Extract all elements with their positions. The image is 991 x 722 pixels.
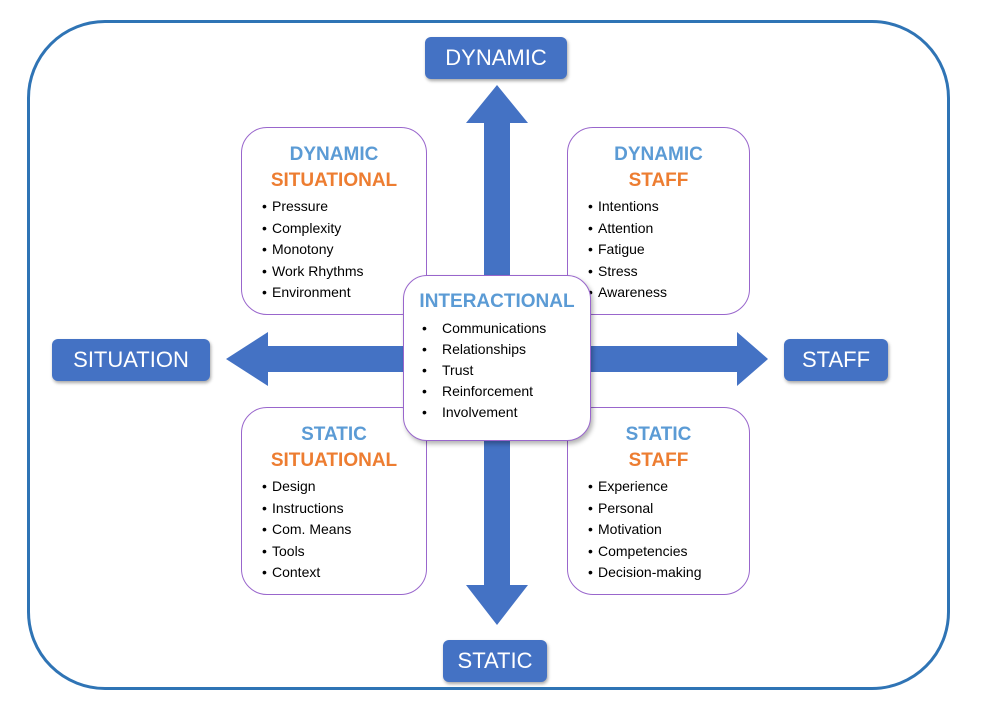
quadrant-static-situational: STATIC SITUATIONAL Design Instructions C… bbox=[241, 407, 427, 595]
axis-label-situation: SITUATION bbox=[52, 339, 210, 381]
list-item: Stress bbox=[588, 261, 749, 283]
list-item: Attention bbox=[588, 218, 749, 240]
quadrant-heading: DYNAMIC bbox=[289, 144, 379, 165]
factor-list: Experience Personal Motivation Competenc… bbox=[568, 476, 749, 584]
quadrant-dynamic-situational: DYNAMIC SITUATIONAL Pressure Complexity … bbox=[241, 127, 427, 315]
list-item: Reinforcement bbox=[422, 381, 590, 402]
quadrant-subheading: STAFF bbox=[628, 170, 689, 191]
list-item: Instructions bbox=[262, 498, 426, 520]
quadrant-subheading: SITUATIONAL bbox=[270, 450, 398, 471]
arrow-down bbox=[466, 280, 528, 625]
quadrant-dynamic-staff: DYNAMIC STAFF Intentions Attention Fatig… bbox=[567, 127, 750, 315]
list-item: Intentions bbox=[588, 196, 749, 218]
interactional-box: INTERACTIONAL Communications Relationshi… bbox=[403, 275, 591, 441]
list-item: Design bbox=[262, 476, 426, 498]
quadrant-subheading: STAFF bbox=[628, 450, 689, 471]
list-item: Experience bbox=[588, 476, 749, 498]
list-item: Trust bbox=[422, 360, 590, 381]
list-item: Work Rhythms bbox=[262, 261, 426, 283]
quadrant-heading: DYNAMIC bbox=[614, 144, 703, 165]
outer-frame bbox=[27, 20, 950, 690]
factor-list: Intentions Attention Fatigue Stress Awar… bbox=[568, 196, 749, 304]
list-item: Monotony bbox=[262, 239, 426, 261]
interactional-heading: INTERACTIONAL bbox=[419, 291, 575, 312]
factor-list: Design Instructions Com. Means Tools Con… bbox=[242, 476, 426, 584]
list-item: Involvement bbox=[422, 402, 590, 423]
list-item: Com. Means bbox=[262, 519, 426, 541]
list-item: Personal bbox=[588, 498, 749, 520]
quadrant-static-staff: STATIC STAFF Experience Personal Motivat… bbox=[567, 407, 750, 595]
list-item: Context bbox=[262, 562, 426, 584]
list-item: Relationships bbox=[422, 339, 590, 360]
axis-label-staff: STAFF bbox=[784, 339, 888, 381]
interactional-list: Communications Relationships Trust Reinf… bbox=[404, 318, 590, 423]
list-item: Tools bbox=[262, 541, 426, 563]
axis-label-dynamic: DYNAMIC bbox=[425, 37, 567, 79]
list-item: Environment bbox=[262, 282, 426, 304]
quadrant-heading: STATIC bbox=[301, 424, 367, 445]
axis-label-static: STATIC bbox=[443, 640, 547, 682]
list-item: Awareness bbox=[588, 282, 749, 304]
list-item: Pressure bbox=[262, 196, 426, 218]
factor-list: Pressure Complexity Monotony Work Rhythm… bbox=[242, 196, 426, 304]
list-item: Competencies bbox=[588, 541, 749, 563]
list-item: Communications bbox=[422, 318, 590, 339]
list-item: Complexity bbox=[262, 218, 426, 240]
list-item: Fatigue bbox=[588, 239, 749, 261]
quadrant-subheading: SITUATIONAL bbox=[270, 170, 398, 191]
list-item: Decision-making bbox=[588, 562, 749, 584]
quadrant-heading: STATIC bbox=[625, 424, 692, 445]
list-item: Motivation bbox=[588, 519, 749, 541]
